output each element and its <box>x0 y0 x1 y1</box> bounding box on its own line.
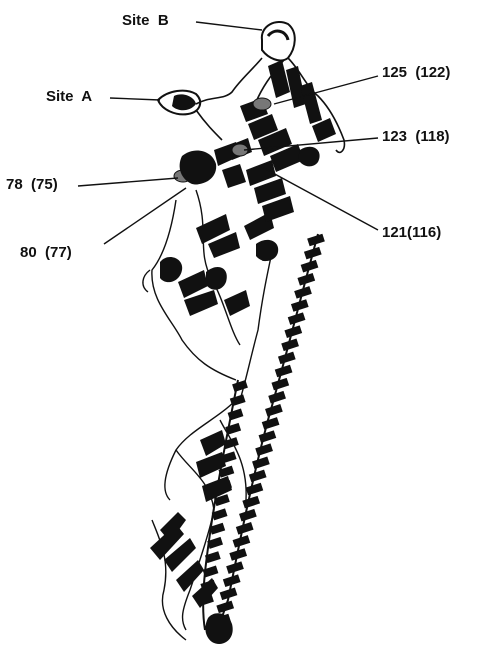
helix-turn <box>249 470 267 483</box>
helix-turn <box>228 409 244 421</box>
label-site-a: Site A <box>46 88 92 106</box>
label-residue-80: 80 (77) <box>20 244 72 262</box>
helix-turn <box>239 509 257 522</box>
label-residue-125: 125 (122) <box>382 64 450 82</box>
helix-turn <box>304 247 322 260</box>
helix-turn <box>246 483 264 496</box>
middle-domain <box>160 212 278 316</box>
helix-turn <box>265 404 283 417</box>
helix-turn <box>242 496 260 509</box>
head-domain <box>158 22 344 222</box>
helix-turn <box>255 443 273 456</box>
label-residue-78: 78 (75) <box>6 176 58 194</box>
helix-turn <box>262 417 280 430</box>
helix-turn <box>268 391 286 404</box>
helix-turn <box>216 601 234 614</box>
label-site-b: Site B <box>122 12 169 30</box>
helix-turn <box>271 378 289 391</box>
helix-turn <box>259 430 277 443</box>
label-residue-121: 121(116) <box>382 224 441 242</box>
helix-turn <box>252 457 270 470</box>
label-residue-123: 123 (118) <box>382 128 450 146</box>
